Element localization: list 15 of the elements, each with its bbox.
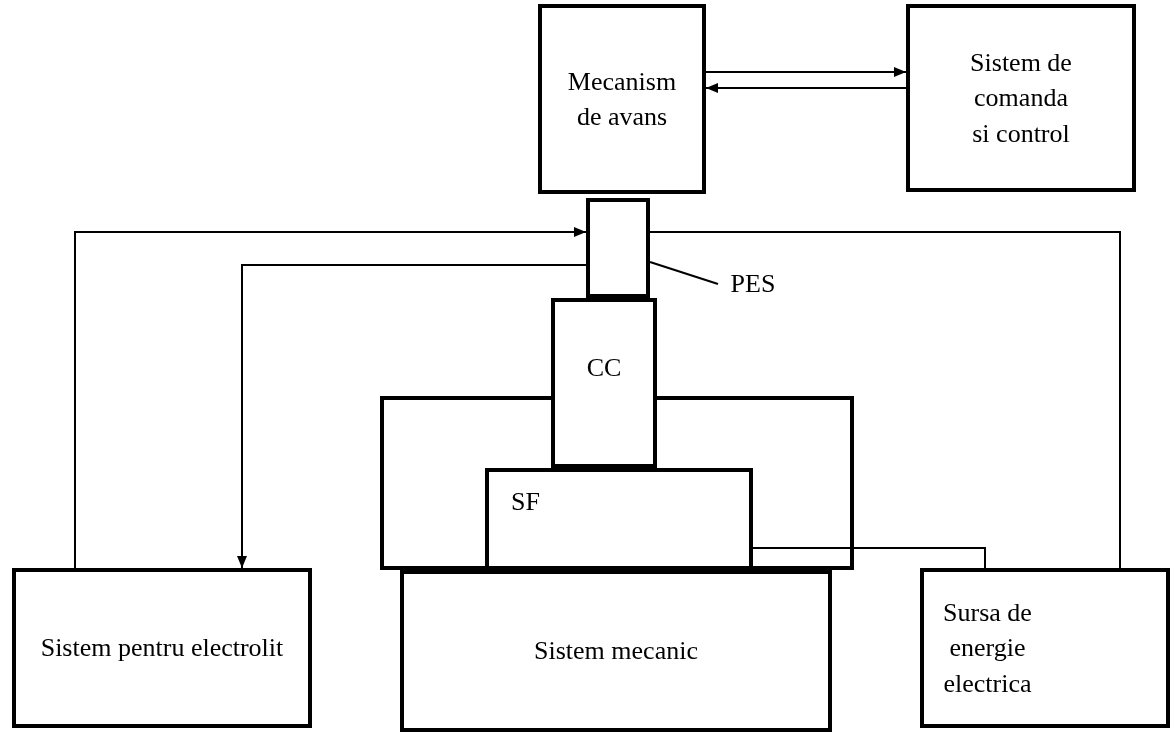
- arrow: [237, 264, 587, 569]
- arrow: [705, 83, 907, 93]
- electrode-box: [586, 198, 650, 298]
- arrow: [74, 227, 587, 569]
- process-box: Sistem de comanda si control: [906, 4, 1136, 192]
- callout-label: PES: [718, 266, 788, 302]
- connector-line: [649, 231, 1121, 569]
- process-box: Sistem pentru electrolit: [12, 568, 312, 728]
- process-box: Mecanism de avans: [538, 4, 706, 194]
- process-box: Sistem mecanic: [400, 570, 832, 732]
- arrow: [705, 67, 907, 77]
- enclosure-box: [380, 396, 854, 570]
- process-box: Sursa de energie electrica: [920, 568, 1170, 728]
- process-box: CC: [551, 298, 657, 468]
- leader-line: [649, 261, 719, 285]
